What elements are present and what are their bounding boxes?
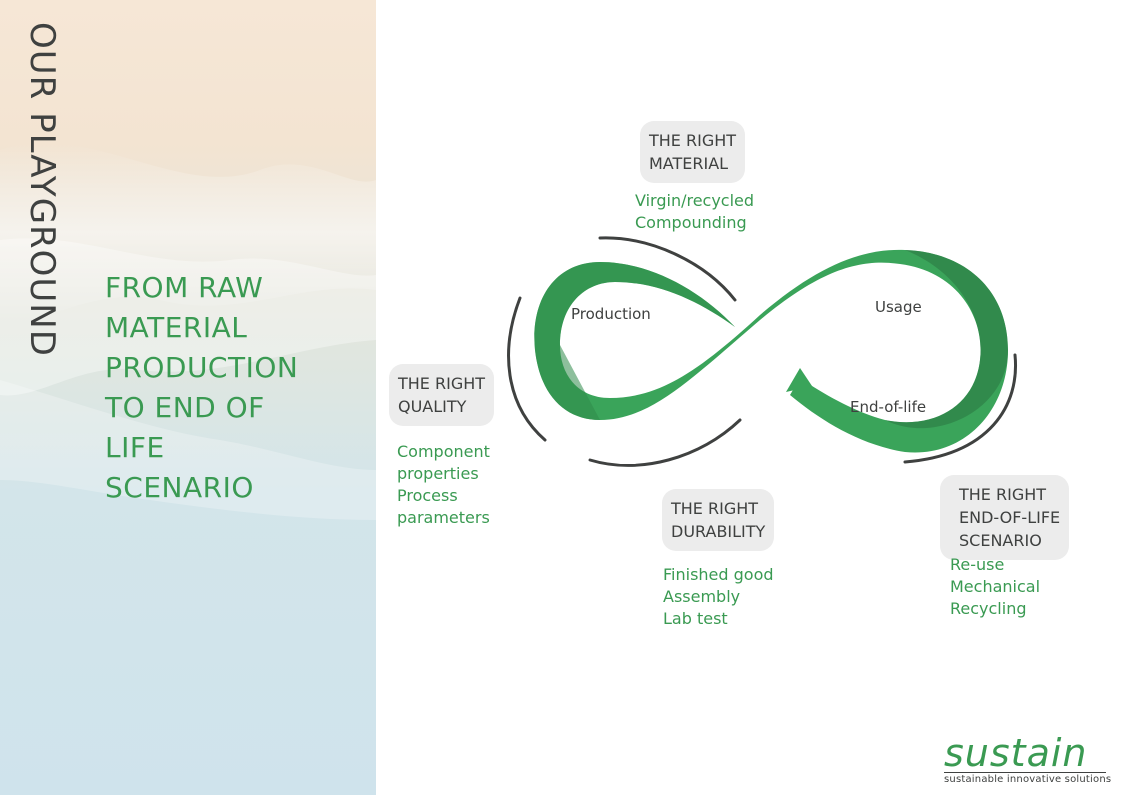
arc-right: [903, 353, 1018, 464]
logo-tagline: sustainable innovative solutions: [944, 772, 1112, 785]
stage-title-line: THE RIGHT: [398, 374, 486, 393]
stage-title-line: DURABILITY: [671, 522, 766, 541]
stage-item: properties: [397, 464, 479, 483]
stage-title-line: THE RIGHT: [959, 485, 1047, 504]
loop-label-end-of-life: End-of-life: [850, 398, 927, 416]
loop-label-production: Production: [571, 305, 651, 323]
stage-item: Virgin/recycled: [635, 191, 755, 210]
arrow-head-icon: [786, 368, 812, 392]
stage-quality-items: Component properties Process parameters: [397, 441, 490, 529]
infinity-loop-diagram: [507, 236, 1018, 467]
side-title: OUR PLAYGROUND: [22, 22, 62, 357]
stage-item: Re-use: [950, 555, 1005, 574]
stage-item: Recycling: [950, 599, 1027, 618]
beach-background-panel: OUR PLAYGROUND FROM RAW MATERIAL PRODUCT…: [0, 0, 376, 795]
stage-title-line: MATERIAL: [649, 154, 729, 173]
stage-item: Compounding: [635, 213, 747, 232]
arc-top: [598, 236, 737, 302]
infinity-band: [534, 249, 1008, 453]
stage-title-line: QUALITY: [398, 397, 467, 416]
stage-item: Finished good: [663, 565, 774, 584]
stage-material-pill: THE RIGHT MATERIAL: [640, 121, 746, 183]
stage-item: Process: [397, 486, 458, 505]
headline-line: TO END OF: [105, 391, 265, 424]
loop-label-usage: Usage: [875, 298, 922, 316]
arc-left: [507, 296, 547, 442]
wave-foam-graphic: [0, 143, 376, 520]
headline-line: SCENARIO: [105, 471, 254, 504]
stage-title-line: END-OF-LIFE: [959, 508, 1061, 527]
stage-title-line: SCENARIO: [959, 531, 1042, 550]
headline-line: PRODUCTION: [105, 351, 299, 384]
stage-durability-items: Finished good Assembly Lab test: [663, 564, 774, 630]
sustain-logo: sustain sustainable innovative solutions: [944, 731, 1112, 785]
headline-line: MATERIAL: [105, 311, 248, 344]
stage-title-line: THE RIGHT: [671, 499, 759, 518]
stage-item: Assembly: [663, 587, 741, 606]
headline: FROM RAW MATERIAL PRODUCTION TO END OF L…: [105, 268, 365, 508]
stage-item: Mechanical: [950, 577, 1041, 596]
stage-end-of-life-items: Re-use Mechanical Recycling: [950, 554, 1040, 620]
stage-item: Lab test: [663, 609, 728, 628]
headline-line: LIFE: [105, 431, 165, 464]
band-shade-right: [885, 250, 1008, 429]
stage-item: Component: [397, 442, 490, 461]
stage-durability-pill: THE RIGHT DURABILITY: [662, 489, 775, 551]
stage-quality-pill: THE RIGHT QUALITY: [389, 364, 495, 426]
stage-material-items: Virgin/recycled Compounding: [635, 190, 754, 234]
stage-title-line: THE RIGHT: [649, 131, 737, 150]
arc-bottom: [588, 418, 742, 467]
stage-item: parameters: [397, 508, 490, 527]
headline-line: FROM RAW: [105, 271, 264, 304]
stage-end-of-life-pill: THE RIGHT END-OF-LIFE SCENARIO: [940, 475, 1070, 560]
logo-word: sustain: [944, 731, 1088, 775]
